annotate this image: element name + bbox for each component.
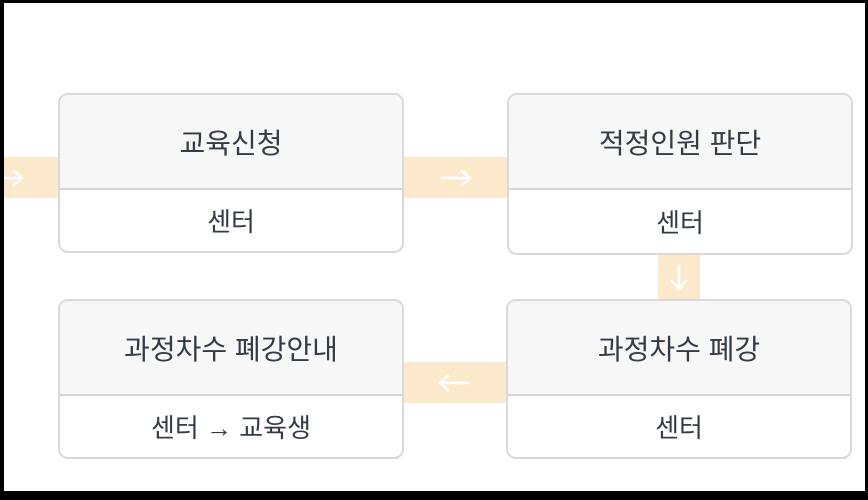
- flow-box-course-cancellation: 과정차수 폐강 센터: [506, 299, 852, 459]
- flow-box-title: 적정인원 판단: [509, 95, 851, 190]
- flow-box-headcount-judgement: 적정인원 판단 센터: [507, 93, 853, 255]
- arrow-left-icon: [438, 373, 469, 392]
- flow-box-actor: 센터 → 교육생: [150, 413, 312, 443]
- flow-arrow-cancel-to-notice: [402, 362, 506, 403]
- flow-box-cancellation-notice: 과정차수 폐강안내 센터 → 교육생: [58, 299, 404, 459]
- flow-arrow-judge-to-cancel: [658, 255, 700, 299]
- flow-box-education-apply: 교육신청 센터: [58, 93, 404, 253]
- flow-arrow-entry: [4, 157, 58, 198]
- flow-box-actor: 센터: [207, 207, 255, 237]
- process-flow-diagram: 교육신청 센터 적정인원 판단 센터 과정차수 폐강 센터: [4, 3, 865, 491]
- arrow-right-icon: [4, 168, 24, 187]
- arrow-right-icon: [440, 168, 472, 187]
- flow-arrow-apply-to-judge: [404, 157, 507, 198]
- flow-box-title: 과정차수 폐강: [508, 301, 850, 396]
- flow-box-title: 과정차수 폐강안내: [60, 301, 402, 396]
- flow-box-actor: 센터: [655, 413, 703, 443]
- flow-box-title: 교육신청: [60, 95, 402, 190]
- arrow-down-icon: [670, 265, 688, 291]
- flow-box-actor: 센터: [656, 208, 704, 238]
